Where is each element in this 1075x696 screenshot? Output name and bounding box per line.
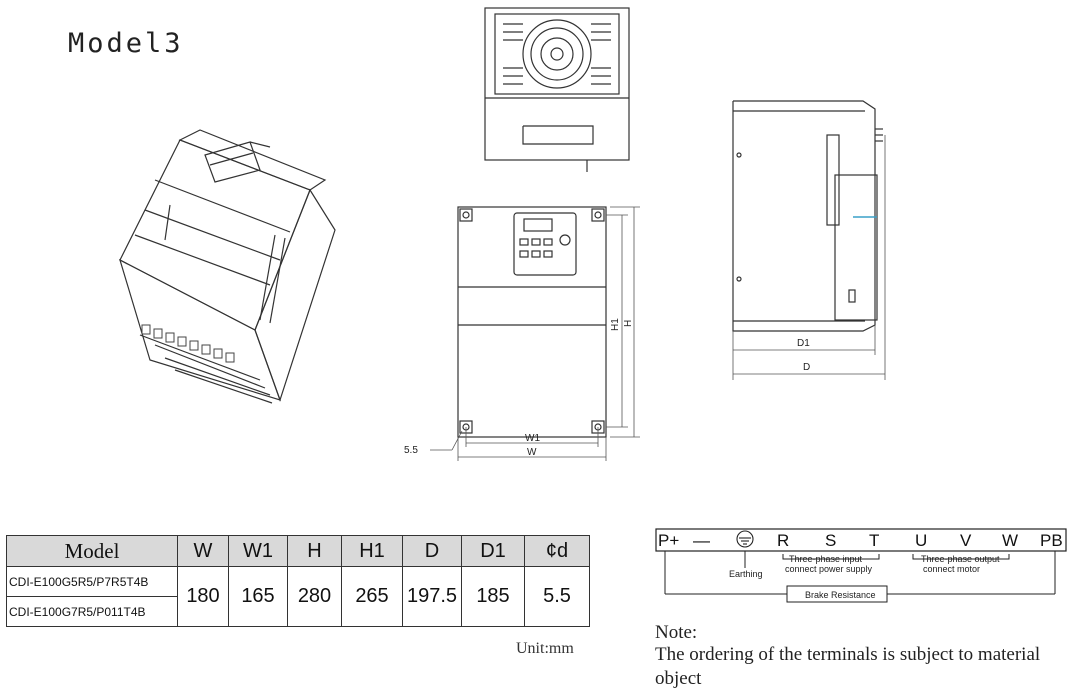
model-cell-2: CDI-E100G7R5/P011T4B [6,596,178,627]
earthing-label: Earthing [729,569,763,579]
note-label: Note: [655,622,698,643]
value-d: 197.5 [402,566,462,627]
terminal-r: R [777,531,789,550]
header-model: Model [6,535,178,567]
value-h: 280 [287,566,342,627]
terminal-pb: PB [1040,531,1063,550]
unit-label: Unit:mm [516,640,574,657]
note-text: The ordering of the terminals is subject… [655,644,1041,689]
isometric-view [119,129,336,404]
value-w: 180 [177,566,229,627]
hole-diameter-label: 5.5 [404,445,418,456]
value-hole-diameter: 5.5 [524,566,590,627]
table-row: CDI-E100G7R5/P011T4B [6,596,590,627]
model-title: Model3 [68,28,184,59]
header-h1: H1 [341,535,403,567]
header-w1: W1 [228,535,288,567]
dim-w1-label: W1 [525,433,540,444]
terminal-s: S [825,531,836,550]
value-d1: 185 [461,566,525,627]
side-view: D1 D [732,100,886,380]
input-label-line2: connect power supply [785,564,873,574]
header-hole-diameter: ¢d [524,535,590,567]
dim-d-label: D [803,362,810,373]
terminal-u: U [915,531,927,550]
input-label-line1: Three-phase input [789,554,863,564]
value-h1: 265 [341,566,403,627]
terminal-minus: — [693,531,710,550]
model-cell-1: CDI-E100G5R5/P7R5T4B [6,566,178,597]
table-header-row: Model W W1 H H1 D D1 ¢d [6,535,590,567]
dim-d1-label: D1 [797,338,810,349]
terminal-v: V [960,531,972,550]
output-label-line1: Three-phase output [921,554,1000,564]
header-d1: D1 [461,535,525,567]
header-d: D [402,535,462,567]
terminal-p-plus: P+ [658,531,679,550]
brake-resistance-label: Brake Resistance [805,590,876,600]
output-label-line2: connect motor [923,564,980,574]
header-h: H [287,535,342,567]
terminal-t: T [869,531,879,550]
front-view: W1 W H1 H 5.5 [404,206,640,461]
spec-table: Model W W1 H H1 D D1 ¢d CDI-E100G5R5/P7R… [6,535,590,627]
terminal-diagram: P+ — R S T U V W PB Earthing Three-phase… [655,528,1067,603]
top-view [484,7,630,172]
dim-w-label: W [527,447,537,458]
value-w1: 165 [228,566,288,627]
table-row: CDI-E100G5R5/P7R5T4B 180 165 280 265 197… [6,566,590,627]
header-w: W [177,535,229,567]
terminal-w: W [1002,531,1018,550]
dim-h1-label: H1 [610,318,621,331]
dim-h-label: H [623,320,634,327]
earth-icon [736,530,754,548]
